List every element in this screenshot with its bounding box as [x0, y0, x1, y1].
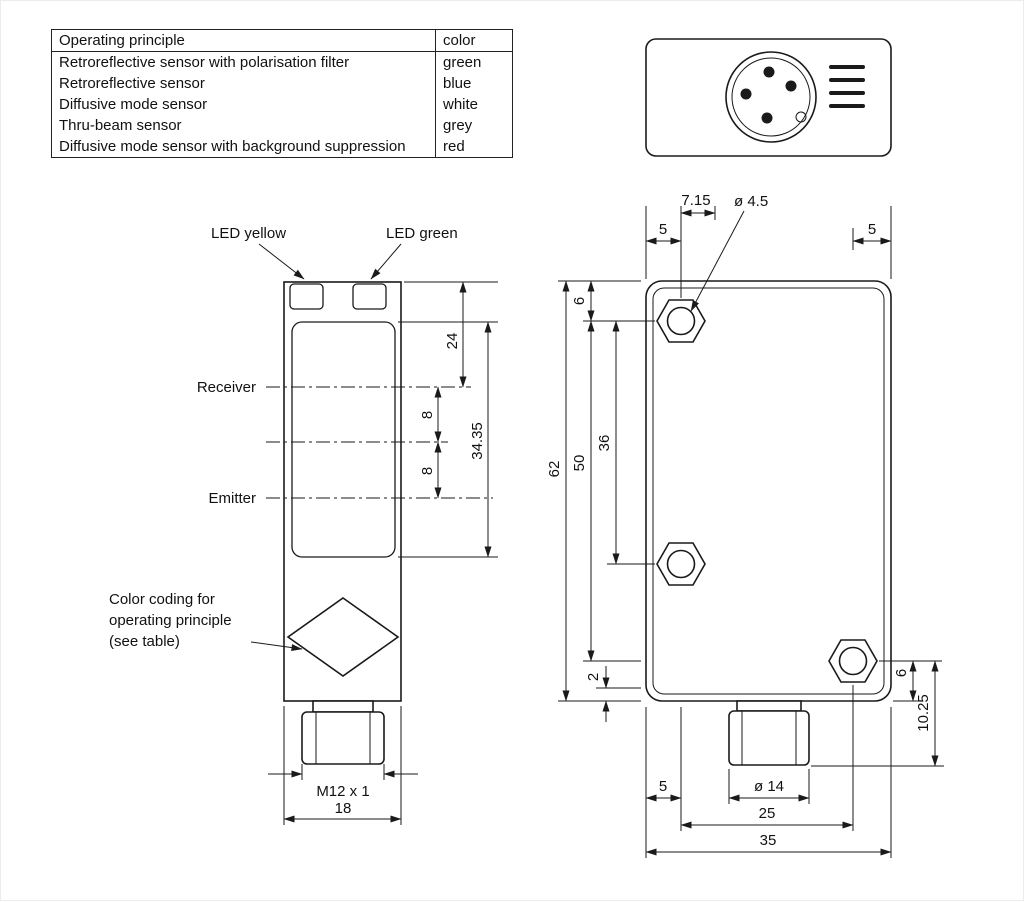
led-yellow-leader [258, 243, 305, 280]
vent-grille [829, 65, 865, 108]
dim-7-15: 7.15 [681, 192, 710, 209]
principle-cell: Diffusive mode sensor with background su… [59, 138, 406, 155]
dim-18: 18 [335, 800, 352, 817]
mounting-hole-middle [656, 542, 706, 586]
connector-pin [761, 112, 773, 124]
color-coding-label-line3: (see table) [109, 633, 180, 650]
dim-62: 62 [546, 461, 563, 478]
front-view: LED yellow LED green Receiver Emitter Co… [109, 225, 498, 825]
principle-cell: Retroreflective sensor with polarisation… [59, 54, 350, 71]
dim-6-right: 6 [893, 669, 910, 677]
connector-pin [763, 66, 775, 78]
connector-neck-side [736, 700, 802, 712]
led-window-green [352, 283, 387, 310]
led-green-label: LED green [386, 225, 458, 242]
side-view-dimensions: 7.15 ø 4.5 5 5 62 6 [546, 192, 944, 858]
principle-cell: Diffusive mode sensor [59, 96, 208, 113]
color-coding-label-line1: Color coding for [109, 591, 215, 608]
table-row: Thru-beam sensor grey [52, 115, 513, 136]
color-cell: blue [435, 73, 513, 94]
table-header-row: Operating principle color [51, 29, 513, 52]
connector-key-mark [795, 111, 807, 123]
color-coding-leader [250, 641, 303, 652]
color-cell: green [435, 51, 513, 73]
dim-35: 35 [760, 832, 777, 849]
top-view-housing [645, 38, 892, 157]
led-green-leader [370, 243, 402, 280]
receiver-label: Receiver [197, 379, 256, 396]
table-header-color: color [435, 29, 513, 52]
dim-5-top-left: 5 [659, 221, 667, 238]
color-coding-label-line2: operating principle [109, 612, 232, 629]
m12-connector-inner [731, 57, 811, 137]
dim-10-25: 10.25 [915, 694, 932, 732]
dim-5-top-right: 5 [868, 221, 876, 238]
dim-hole-dia: ø 4.5 [734, 193, 768, 210]
hole-dia-leader [690, 210, 745, 312]
lens-window [291, 321, 396, 558]
side-view: 7.15 ø 4.5 5 5 62 6 [546, 192, 944, 858]
connector-neck-front [312, 700, 374, 713]
led-yellow-label: LED yellow [211, 225, 286, 242]
color-cell: grey [435, 115, 513, 136]
sensor-body-side-inner [652, 287, 885, 695]
color-cell: white [435, 94, 513, 115]
table-header-principle: Operating principle [51, 29, 436, 52]
dim-24: 24 [444, 333, 461, 350]
dim-2: 2 [585, 673, 602, 681]
dim-36: 36 [596, 435, 613, 452]
dim-34-35: 34.35 [469, 422, 486, 460]
dim-8-lower: 8 [419, 467, 436, 475]
dim-5-bottom: 5 [659, 778, 667, 795]
color-cell: red [435, 136, 513, 158]
front-view-dimensions: 24 8 8 34.35 M12 x 1 18 [268, 281, 498, 825]
sensor-body-side [645, 280, 892, 702]
color-coding-diamond [286, 597, 400, 677]
dim-conn-dia: ø 14 [754, 778, 784, 795]
table-row: Diffusive mode sensor with background su… [52, 136, 513, 158]
led-window-yellow [289, 283, 324, 310]
connector-pin [740, 88, 752, 100]
connector-pin [785, 80, 797, 92]
connector-nut-front [301, 711, 385, 765]
principle-cell: Retroreflective sensor [59, 75, 205, 92]
m12-connector-outer [725, 51, 817, 143]
principle-cell: Thru-beam sensor [59, 117, 182, 134]
dim-50: 50 [571, 455, 588, 472]
dim-8-upper: 8 [419, 411, 436, 419]
top-view [645, 38, 892, 157]
table-row: Diffusive mode sensor white [52, 94, 513, 115]
connector-nut-side [728, 710, 810, 766]
emitter-label: Emitter [208, 490, 256, 507]
table-row: Retroreflective sensor blue [52, 73, 513, 94]
dim-m12x1: M12 x 1 [316, 783, 369, 800]
operating-principle-table: Operating principle color Retroreflectiv… [51, 29, 513, 158]
dim-25: 25 [759, 805, 776, 822]
table-row: Retroreflective sensor with polarisation… [52, 51, 513, 73]
dim-6-top: 6 [571, 297, 588, 305]
mounting-hole-bottom [828, 639, 878, 683]
